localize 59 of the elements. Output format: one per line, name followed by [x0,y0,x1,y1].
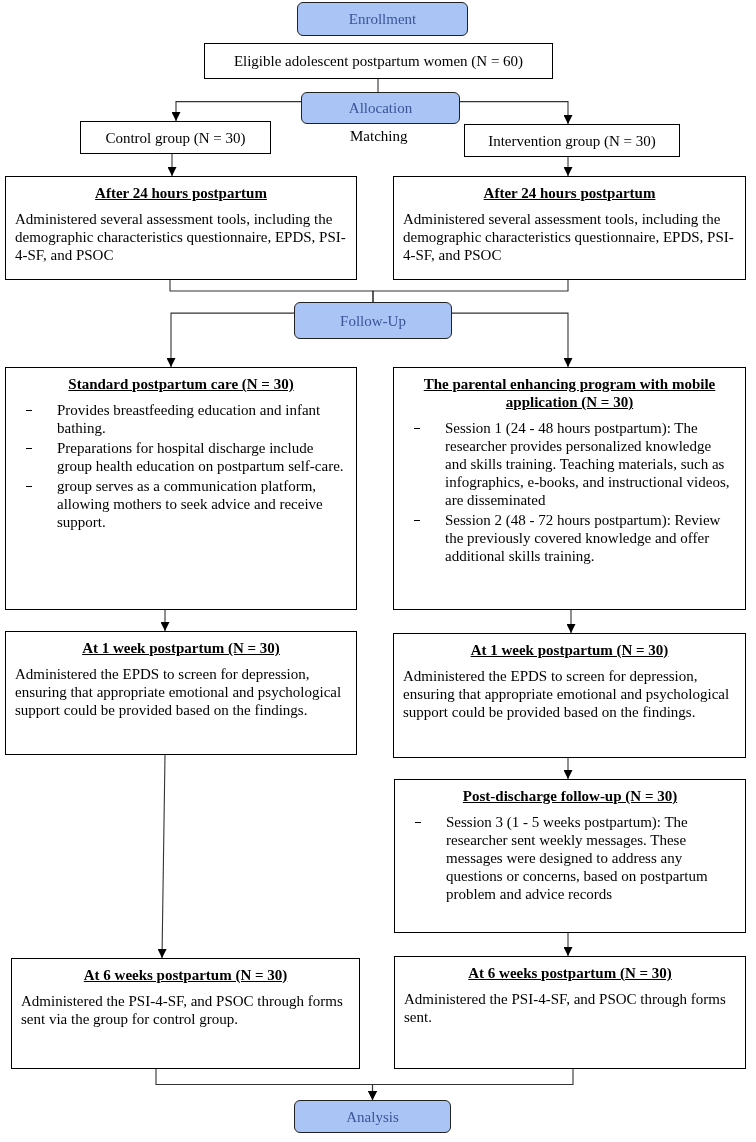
arrow [563,932,573,957]
process-box [204,43,553,79]
stage-header-box [294,1100,451,1133]
box-text: Administered the PSI-4-SF, and PSOC through forms sent. [404,990,727,1026]
process-box [11,958,360,1069]
bullet-item: Provides breastfeeding education and infant bathing. [57,401,322,437]
stage-label: Follow-Up [340,311,406,330]
box-heading: At 6 weeks postpartum (N = 30) [468,964,672,982]
bullet-item: Preparations for hospital discharge include group health education on postpartum self-care. [57,439,345,475]
box-text: Administered the EPDS to screen for depression, ensuring that appropriate emotional and psychological support could be provided based on the findings. [403,667,731,721]
process-box [464,124,680,157]
box-heading: At 1 week postpartum (N = 30) [82,639,280,657]
process-box [5,367,357,610]
stage-header-box [301,92,460,124]
box-text: Eligible adolescent postpartum women (N = 60) [233,52,524,70]
arrow [451,312,573,368]
box-heading: After 24 hours postpartum [95,184,267,202]
connector-line [377,78,379,93]
connector-line [372,279,569,303]
box-heading: The parental enhancing program with mobile application (N = 30) [422,375,717,411]
bullet-item: group serves as a communication platform, allowing mothers to seek advice and receive support. [57,477,324,531]
box-heading: Standard postpartum care (N = 30) [68,375,294,393]
arrow [166,312,295,368]
box-text: Intervention group (N = 30) [488,131,656,150]
stage-label: Allocation [348,99,413,117]
arrow [160,609,170,632]
process-box [5,176,357,280]
process-box [80,121,271,154]
box-heading: At 6 weeks postpartum (N = 30) [83,966,288,984]
stage-label: Enrollment [348,10,417,28]
stage-header-box [294,302,452,339]
arrow [563,156,573,177]
process-box [5,631,357,755]
bullet-item: Session 3 (1 - 5 weeks postpartum): The researcher sent weekly messages. These messages were designed to address any questions or concerns, based on postpartum problem and advice records [446,813,709,903]
arrow [368,1068,574,1101]
arrow [167,153,177,177]
box-text: Administered several assessment tools, including the demographic characteristics questionnaire, EPDS, PSI-4-SF, and PSOC [15,210,347,264]
box-text: Control group (N = 30) [105,128,246,147]
bullet-item: Session 2 (48 - 72 hours postpartum): Review the previously covered knowledge and offer additional skills training. [445,511,722,565]
bullet-item: Session 1 (24 - 48 hours postpartum): The researcher provides personalized knowledge and skills training. Teaching materials, such as infographics, e-books, and instructional videos, are disseminated [445,419,731,509]
process-box [393,176,746,280]
arrow [157,754,167,959]
annotation-label: Matching [350,128,408,145]
box-text: Administered several assessment tools, including the demographic characteristics questionnaire, EPDS, PSI-4-SF, and PSOC [403,210,735,264]
arrow [566,609,576,634]
box-heading: At 1 week postpartum (N = 30) [470,641,669,659]
box-heading: After 24 hours postpartum [483,184,656,202]
box-text: Administered the PSI-4-SF, and PSOC through forms sent via the group for control group. [21,992,344,1028]
arrow [171,101,302,122]
process-box [393,367,746,610]
box-text: Administered the EPDS to screen for depression, ensuring that appropriate emotional and psychological support could be provided based on the findings. [15,665,343,719]
process-box [394,779,746,933]
stage-label: Analysis [346,1107,399,1126]
box-heading: Post-discharge follow-up (N = 30) [462,787,678,805]
arrow [459,101,573,125]
arrow [563,757,573,780]
process-box [393,633,746,758]
stage-header-box [297,2,468,36]
process-box [394,956,746,1069]
